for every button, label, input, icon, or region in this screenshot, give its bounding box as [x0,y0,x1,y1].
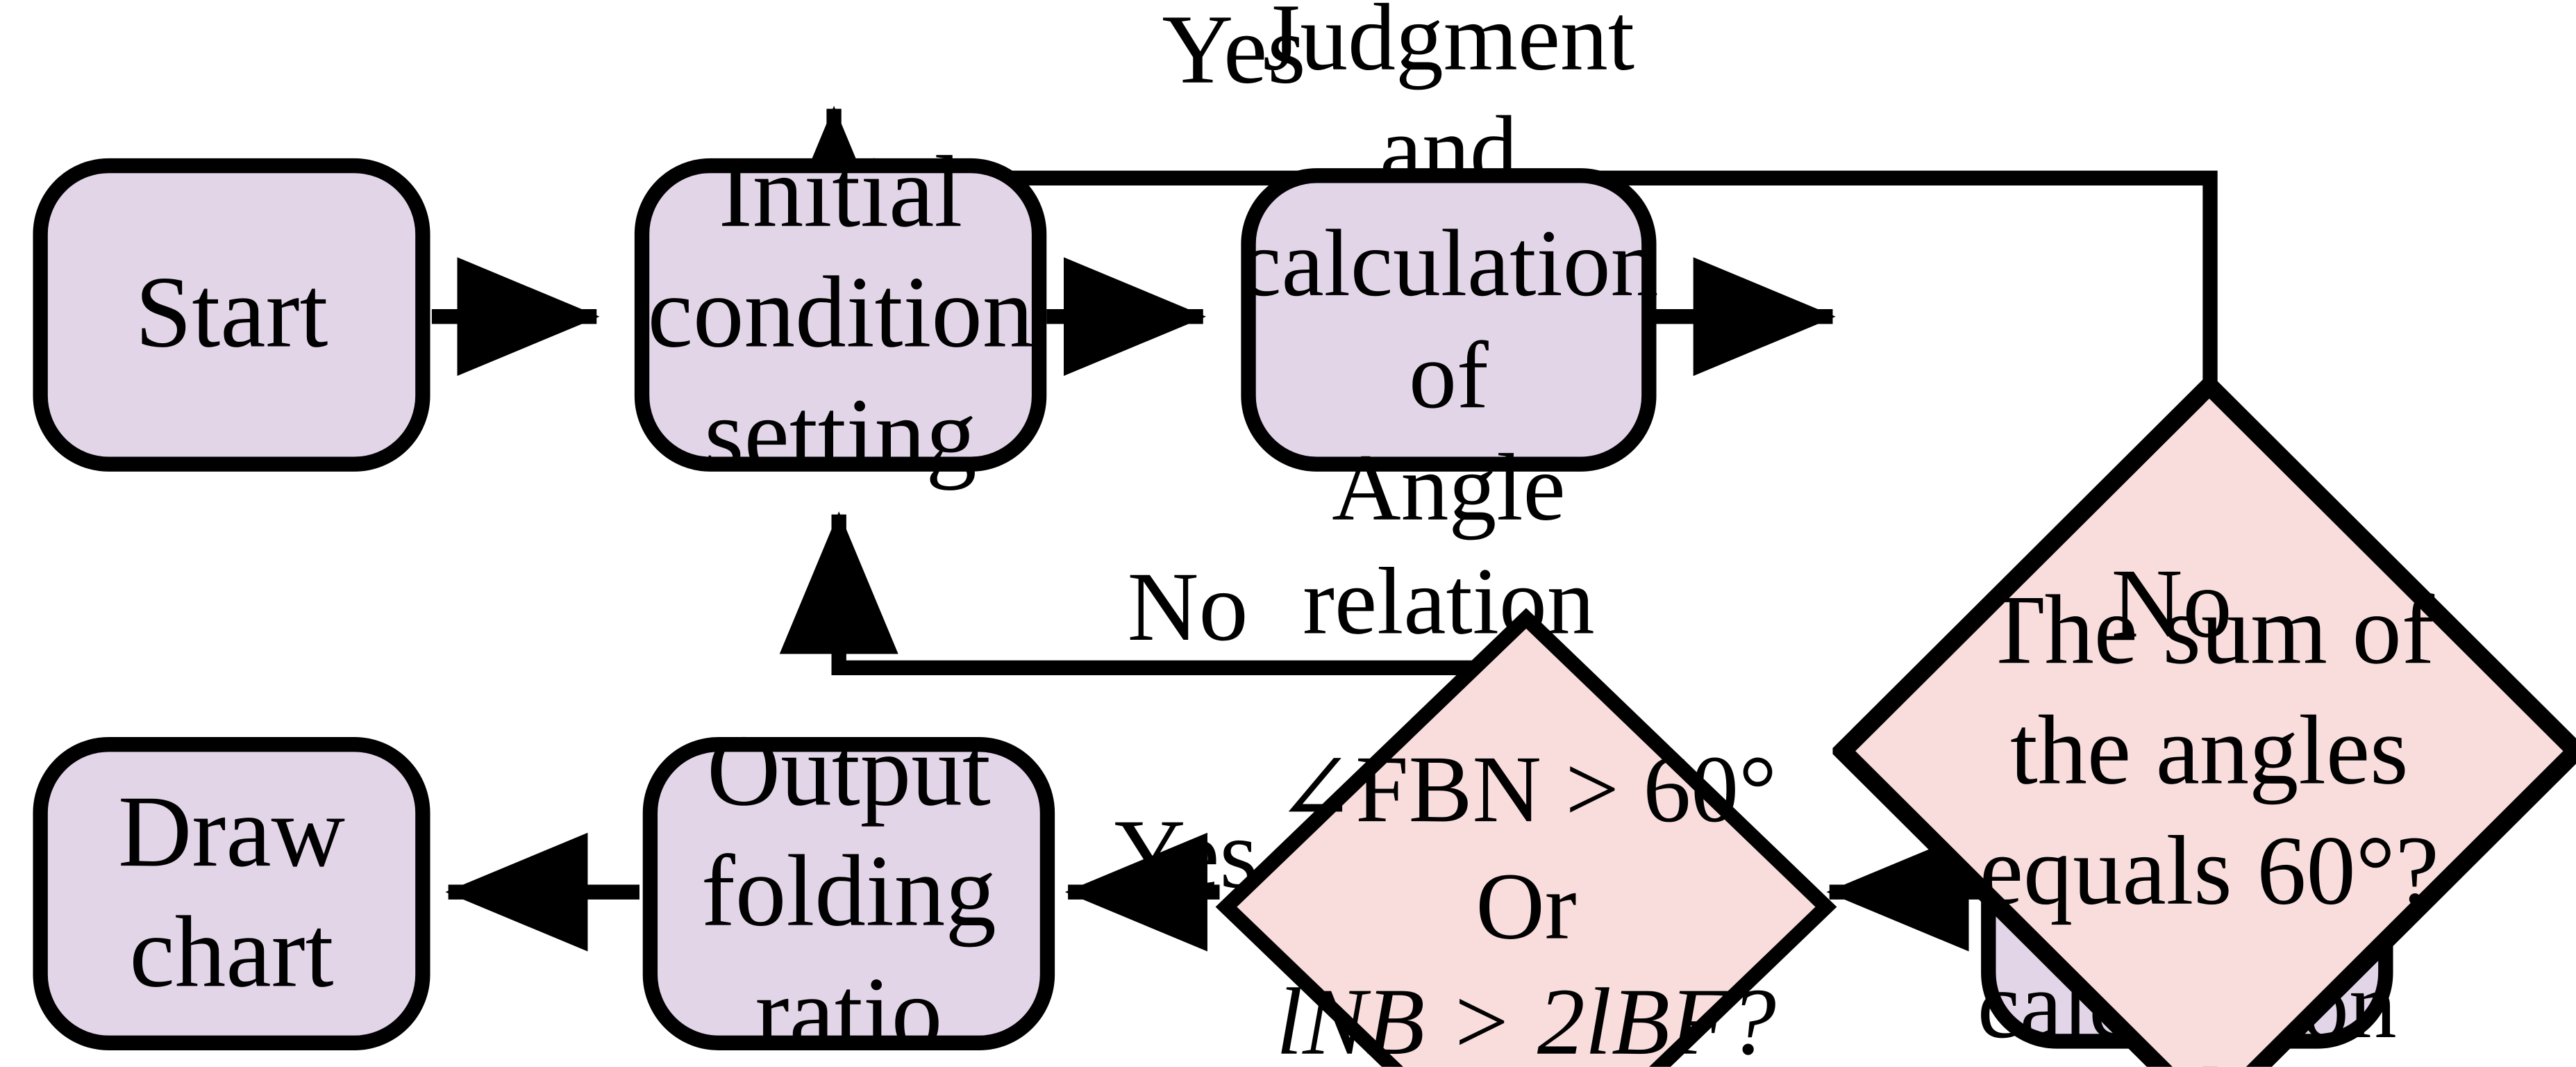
node-draw-chart-label: Draw chart [118,776,345,1009]
diamond-shape [1832,376,2576,1067]
node-output-folding-ratio-line2: ratio [755,957,943,1067]
node-judgment-line1: Judgment and [1262,0,1635,204]
edge-label-yes-top: Yes [1162,0,1306,104]
node-initial-condition-line1: Initial condition [647,137,1034,370]
node-fbn-decision-line1: ∠FBN > 60° Or [1275,735,1778,959]
edge-label-yes-bottom: Yes [1114,800,1258,909]
node-fbn-decision[interactable]: ∠FBN > 60° Or lNB > 2lBF? [1215,608,1837,1067]
edge-label-no-right: No [2111,549,2232,659]
node-output-folding-ratio[interactable]: Output folding ratio [642,716,1055,1067]
node-initial-condition-line2: setting [704,378,977,491]
node-judgment-line3: Angle relation [1303,434,1595,655]
node-start-label: Start [135,258,328,370]
diamond-shape [1215,608,1837,1067]
node-draw-chart[interactable]: Draw chart [33,737,430,1051]
node-angle-sum-decision-line3: equals 60°? [1979,816,2439,925]
node-fbn-decision-line2: lNB > 2lBF? [1276,968,1776,1067]
node-angle-sum-decision-line2: the angles [2010,695,2409,805]
node-angle-sum-decision[interactable]: The sum of the angles equals 60°? [1832,376,2576,1067]
node-initial-condition[interactable]: Initial condition setting [634,138,1047,490]
node-output-folding-ratio-line1: Output folding [701,716,996,949]
node-angle-sum-decision-line1: The sum of [1984,574,2435,684]
edge-label-no-middle: No [1127,552,1248,661]
node-judgment[interactable]: Judgment and calculation of Angle relati… [1239,0,1659,654]
node-judgment-line2: calculation of [1239,208,1659,429]
node-start[interactable]: Start [33,158,430,472]
